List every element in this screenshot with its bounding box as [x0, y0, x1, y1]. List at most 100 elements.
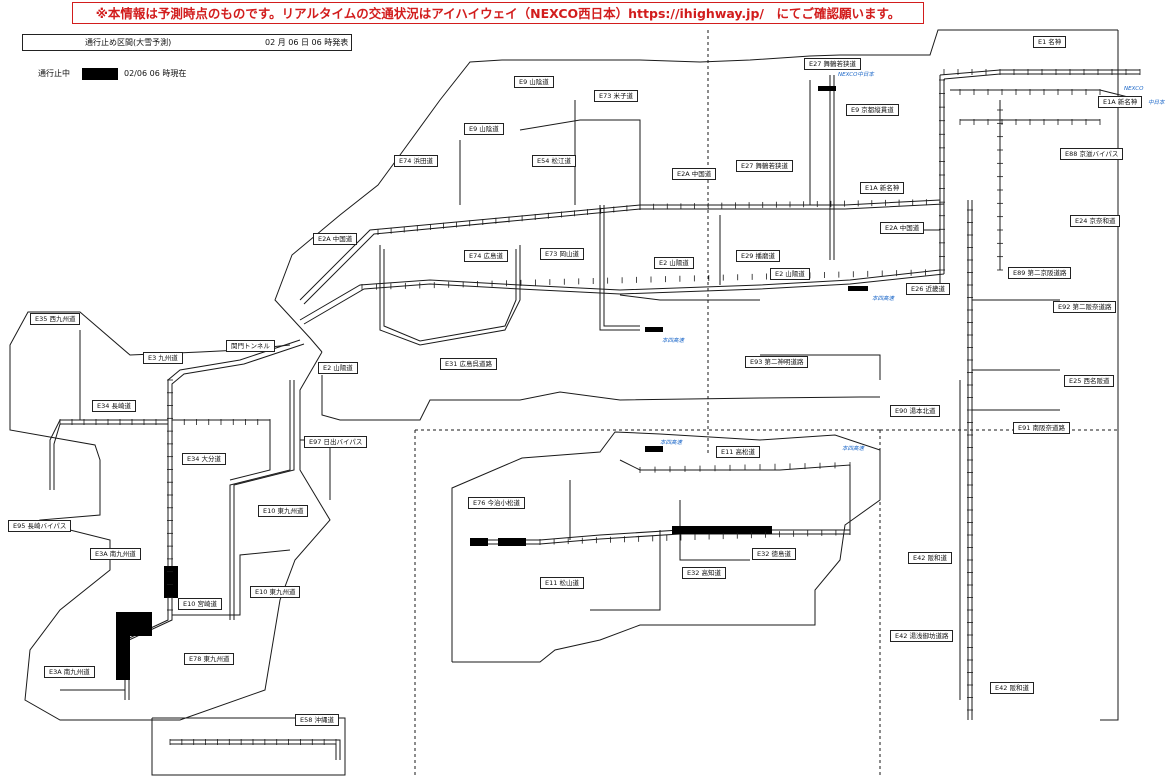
interchange-ticks: [59, 69, 1141, 745]
route-label-e58: E58 沖縄道: [295, 714, 339, 726]
route-label-e97: E97 日出バイパス: [304, 436, 368, 448]
route-label-e74a: E74 浜田道: [394, 155, 438, 167]
closed-segment-honshi-2: [848, 286, 868, 291]
legend-label: 通行止中: [38, 69, 70, 78]
line-miyazaki: [172, 549, 291, 616]
route-label-e25: E25 西名阪道: [1064, 375, 1115, 387]
line-daini-shinmei: [760, 354, 881, 380]
route-label-e34b: E34 大分道: [182, 453, 226, 465]
region-outlines: [9, 29, 1119, 776]
route-label-e10b: E10 東九州道: [250, 586, 301, 598]
line-okayama: [599, 205, 640, 331]
line-tokushima: [679, 500, 750, 561]
route-label-e1a1: E1A 新名神: [1098, 96, 1143, 108]
closed-segments: [116, 86, 868, 680]
line-oita: [172, 419, 271, 481]
closed-segment-matsuyama-1: [470, 538, 488, 546]
region-dividers: [414, 30, 1118, 777]
region-outline-okinawa: [151, 717, 346, 776]
route-label-e11b: E11 松山道: [540, 577, 584, 589]
route-label-e2a1: E2A 中国道: [672, 168, 717, 180]
route-label-e1a2: E1A 新名神: [860, 182, 905, 194]
line-chugoku-main: [299, 199, 941, 301]
closed-segment-honshi-3: [645, 327, 663, 332]
line-e2-east: [619, 294, 760, 301]
route-label-e73a: E73 米子道: [594, 90, 638, 102]
boundary-label-honshi-1: 本四高速: [872, 296, 895, 302]
boundary-label-honshi-2: 本四高速: [662, 338, 685, 344]
route-label-e1: E1 名神: [1033, 36, 1067, 48]
line-hanshin: [890, 229, 941, 290]
boundary-label-honshi-4: 本四高速: [842, 446, 865, 452]
closed-segment-kagoshima-2: [116, 636, 130, 680]
route-label-e3a2: E3A 南九州道: [44, 666, 95, 678]
boundary-label-nexco-central-1: NEXCO中日本: [838, 72, 874, 78]
route-label-e90: E90 湯本北道: [890, 405, 941, 417]
route-label-e95: E95 長崎バイパス: [8, 520, 72, 532]
closed-segment-kagoshima-1: [116, 612, 152, 636]
route-label-e34a: E34 長崎道: [92, 400, 136, 412]
route-label-e89: E89 第二京阪道路: [1008, 267, 1072, 279]
route-label-e29: E29 播磨道: [736, 250, 780, 262]
legend-time: 02/06 06 時現在: [124, 69, 187, 78]
route-label-e54: E54 松江道: [532, 155, 576, 167]
route-label-e78: E78 東九州道: [184, 653, 235, 665]
route-label-e93: E93 第二神明道路: [745, 356, 809, 368]
line-takamatsu: [619, 459, 851, 535]
route-label-e27b: E27 舞鶴若狭道: [736, 160, 793, 172]
route-label-e32a: E32 徳島道: [752, 548, 796, 560]
legend: 通行止中 02/06 06 時現在: [38, 68, 186, 80]
line-kyushu-main-2: [128, 343, 305, 700]
region-outline-shikoku: [451, 431, 881, 663]
legend-closed-swatch: [82, 68, 118, 80]
route-label-e9a: E9 山陰道: [514, 76, 554, 88]
route-label-e3a1: E3A 南九州道: [90, 548, 141, 560]
route-label-e74b: E74 広島道: [464, 250, 508, 262]
route-label-e92: E92 第二阪奈道路: [1053, 301, 1117, 313]
route-label-e42b: E42 湯浅御坊道路: [890, 630, 954, 642]
line-meishin: [939, 69, 1140, 76]
line-matsuyama-2: [470, 533, 850, 545]
closed-segment-honshi-1: [645, 446, 663, 452]
route-label-e32b: E32 高知道: [682, 567, 726, 579]
route-label-e24: E24 京奈和道: [1070, 215, 1121, 227]
route-label-e10a: E10 東九州道: [258, 505, 309, 517]
route-label-e76: E76 今治小松道: [468, 497, 525, 509]
route-label-kanmon: 関門トンネル: [226, 340, 275, 352]
line-kyushu-main: [124, 339, 301, 700]
line-chugoku-main-2: [303, 203, 945, 305]
region-outline-kyushu: [9, 311, 331, 721]
header-datetime: 02 月 06 日 06 時発表: [265, 38, 349, 47]
info-header: 通行止め区間(大雪予測) 02 月 06 日 06 時発表: [22, 34, 352, 51]
line-okinawa: [170, 739, 341, 760]
route-label-e11a: E11 高松道: [716, 446, 760, 458]
route-label-e2a2: E2A 中国道: [880, 222, 925, 234]
region-outline-chugoku: [274, 29, 1118, 353]
line-matsuyama: [470, 529, 850, 541]
route-label-e73b: E73 岡山道: [540, 248, 584, 260]
boundary-label-nexco-central-2: 中日本: [1148, 100, 1165, 106]
region-outline-west-sea: [321, 375, 880, 421]
line-higashi-kyushu-2: [233, 380, 295, 620]
line-okinawa-2: [170, 743, 337, 760]
route-label-e2b: E2 山陽道: [770, 268, 810, 280]
route-label-e9b: E9 京都縦貫道: [846, 104, 899, 116]
route-label-e2a: E2 山陽道: [654, 257, 694, 269]
boundary-label-nexco: NEXCO: [1124, 86, 1144, 92]
line-kochi: [590, 530, 661, 611]
route-label-e9c: E9 山陰道: [464, 123, 504, 135]
route-label-e42a: E42 阪和道: [908, 552, 952, 564]
region-outline-kansai-east: [1100, 30, 1119, 721]
closed-segment-kyushu-south: [164, 566, 178, 598]
closed-segment-tokushima: [672, 526, 772, 534]
boundary-label-honshi-3: 本四高速: [660, 440, 683, 446]
route-label-e88: E88 京滋バイパス: [1060, 148, 1124, 160]
route-label-e2a3: E2A 中国道: [313, 233, 358, 245]
line-higashi-kyushu: [229, 380, 291, 620]
route-label-e2c: E2 山陽道: [318, 362, 358, 374]
route-label-e3: E3 九州道: [143, 352, 183, 364]
line-nagasaki-2: [53, 423, 168, 490]
line-nagasaki: [49, 419, 168, 490]
line-sanyo-main-2: [303, 273, 945, 325]
